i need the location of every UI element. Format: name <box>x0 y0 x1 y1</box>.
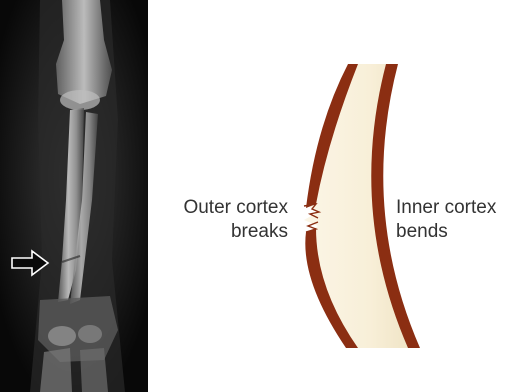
inner-cortex-label-line2: bends <box>396 220 496 244</box>
outer-cortex-label: Outer cortex breaks <box>183 196 288 244</box>
inner-cortex-label-line1: Inner cortex <box>396 196 496 220</box>
xray-radiograph <box>0 0 148 392</box>
inner-cortex-label: Inner cortex bends <box>396 196 496 244</box>
outer-cortex-label-line2: breaks <box>183 220 288 244</box>
outer-cortex-label-line1: Outer cortex <box>183 196 288 220</box>
xray-image <box>0 0 148 392</box>
